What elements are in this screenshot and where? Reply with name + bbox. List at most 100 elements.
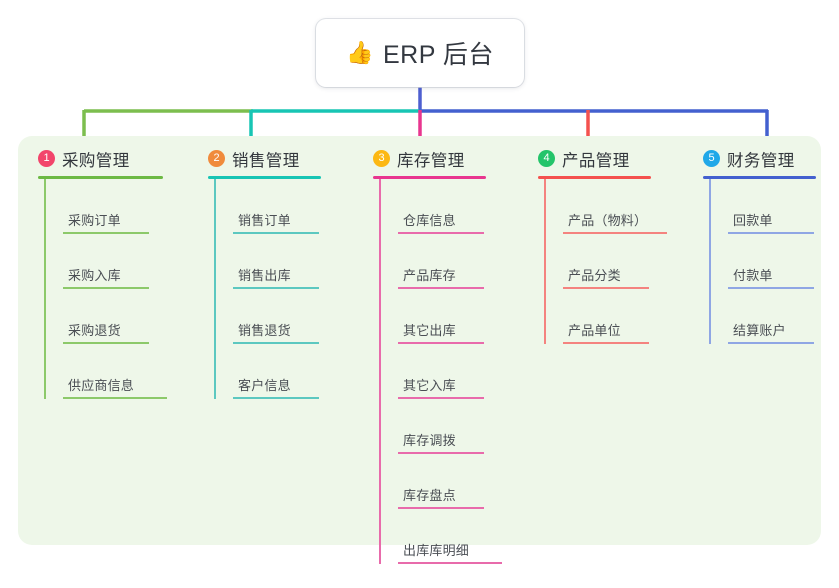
leaf-rule bbox=[398, 287, 484, 289]
leaf-rule bbox=[398, 562, 502, 564]
leaf-rule bbox=[233, 397, 319, 399]
thumbs-up-icon: 👍 bbox=[346, 40, 374, 65]
leaf-rule bbox=[563, 342, 649, 344]
leaf-label: 采购退货 bbox=[68, 323, 121, 338]
column-sales: 2 销售管理 销售订单 销售出库 销售退货 客户信息 bbox=[190, 136, 355, 545]
column-title-4: 产品管理 bbox=[562, 151, 630, 170]
leaf-label: 结算账户 bbox=[733, 323, 786, 338]
badge-2: 2 bbox=[208, 150, 225, 167]
list-item[interactable]: 采购退货 bbox=[63, 289, 190, 344]
leaf-rule bbox=[63, 232, 149, 234]
leaf-label: 产品库存 bbox=[403, 268, 456, 283]
leaf-rule bbox=[728, 287, 814, 289]
root-node-card[interactable]: 👍 ERP 后台 bbox=[316, 19, 524, 87]
leaf-list-5: 回款单 付款单 结算账户 bbox=[709, 179, 821, 344]
leaf-label: 销售退货 bbox=[238, 323, 291, 338]
column-header-4[interactable]: 4 产品管理 bbox=[538, 136, 685, 174]
leaf-label: 销售出库 bbox=[238, 268, 291, 283]
leaf-spine-2 bbox=[214, 179, 216, 399]
leaf-list-2: 销售订单 销售出库 销售退货 客户信息 bbox=[214, 179, 355, 399]
leaf-list-4: 产品（物料） 产品分类 产品单位 bbox=[544, 179, 685, 344]
list-item[interactable]: 采购入库 bbox=[63, 234, 190, 289]
list-item[interactable]: 产品库存 bbox=[398, 234, 520, 289]
leaf-label: 出库库明细 bbox=[403, 543, 470, 558]
list-item[interactable]: 产品单位 bbox=[563, 289, 685, 344]
leaf-rule bbox=[728, 232, 814, 234]
column-header-5[interactable]: 5 财务管理 bbox=[703, 136, 821, 174]
leaf-rule bbox=[398, 452, 484, 454]
leaf-label: 供应商信息 bbox=[68, 378, 135, 393]
leaf-spine-1 bbox=[44, 179, 46, 399]
column-rule-4 bbox=[538, 176, 651, 179]
root-title: 👍 ERP 后台 bbox=[346, 35, 494, 71]
leaf-list-3: 仓库信息 产品库存 其它出库 其它入库 库存调拨 bbox=[379, 179, 520, 564]
leaf-rule bbox=[63, 342, 149, 344]
badge-1: 1 bbox=[38, 150, 55, 167]
leaf-rule bbox=[233, 342, 319, 344]
list-item[interactable]: 产品（物料） bbox=[563, 179, 685, 234]
leaf-label: 采购订单 bbox=[68, 213, 121, 228]
list-item[interactable]: 销售订单 bbox=[233, 179, 355, 234]
column-header-2[interactable]: 2 销售管理 bbox=[208, 136, 355, 174]
list-item[interactable]: 其它出库 bbox=[398, 289, 520, 344]
leaf-label: 回款单 bbox=[733, 213, 773, 228]
list-item[interactable]: 销售退货 bbox=[233, 289, 355, 344]
list-item[interactable]: 结算账户 bbox=[728, 289, 821, 344]
root-title-text: ERP 后台 bbox=[383, 41, 494, 69]
list-item[interactable]: 供应商信息 bbox=[63, 344, 190, 399]
leaf-label: 仓库信息 bbox=[403, 213, 456, 228]
column-inventory: 3 库存管理 仓库信息 产品库存 其它出库 其它入库 bbox=[355, 136, 520, 564]
leaf-label: 产品（物料） bbox=[568, 213, 648, 228]
list-item[interactable]: 库存调拨 bbox=[398, 399, 520, 454]
column-header-3[interactable]: 3 库存管理 bbox=[373, 136, 520, 174]
leaf-label: 库存调拨 bbox=[403, 433, 456, 448]
list-item[interactable]: 付款单 bbox=[728, 234, 821, 289]
list-item[interactable]: 回款单 bbox=[728, 179, 821, 234]
leaf-rule bbox=[63, 397, 167, 399]
leaf-rule bbox=[398, 232, 484, 234]
leaf-label: 销售订单 bbox=[238, 213, 291, 228]
leaf-label: 产品分类 bbox=[568, 268, 621, 283]
leaf-label: 采购入库 bbox=[68, 268, 121, 283]
badge-3: 3 bbox=[373, 150, 390, 167]
leaf-rule bbox=[233, 232, 319, 234]
column-rule-3 bbox=[373, 176, 486, 179]
list-item[interactable]: 产品分类 bbox=[563, 234, 685, 289]
leaf-rule bbox=[563, 232, 667, 234]
column-purchasing: 1 采购管理 采购订单 采购入库 采购退货 供应商信 bbox=[18, 136, 190, 545]
list-item[interactable]: 采购订单 bbox=[63, 179, 190, 234]
leaf-rule bbox=[728, 342, 814, 344]
leaf-spine-4 bbox=[544, 179, 546, 344]
leaf-list-1: 采购订单 采购入库 采购退货 供应商信息 bbox=[44, 179, 190, 399]
column-title-5: 财务管理 bbox=[727, 151, 795, 170]
leaf-rule bbox=[563, 287, 649, 289]
leaf-rule bbox=[398, 397, 484, 399]
diagram-panel bbox=[18, 136, 821, 545]
column-rule-1 bbox=[38, 176, 163, 179]
leaf-rule bbox=[398, 507, 484, 509]
column-product: 4 产品管理 产品（物料） 产品分类 产品单位 bbox=[520, 136, 685, 545]
leaf-label: 其它入库 bbox=[403, 378, 456, 393]
column-title-2: 销售管理 bbox=[232, 151, 300, 170]
leaf-label: 库存盘点 bbox=[403, 488, 456, 503]
leaf-spine-5 bbox=[709, 179, 711, 344]
leaf-label: 客户信息 bbox=[238, 378, 291, 393]
leaf-label: 付款单 bbox=[733, 268, 773, 283]
leaf-spine-3 bbox=[379, 179, 381, 564]
column-title-3: 库存管理 bbox=[397, 151, 465, 170]
column-header-1[interactable]: 1 采购管理 bbox=[38, 136, 190, 174]
columns-container: 1 采购管理 采购订单 采购入库 采购退货 供应商信 bbox=[18, 136, 821, 564]
list-item[interactable]: 出库库明细 bbox=[398, 509, 520, 564]
leaf-rule bbox=[398, 342, 484, 344]
list-item[interactable]: 销售出库 bbox=[233, 234, 355, 289]
leaf-label: 其它出库 bbox=[403, 323, 456, 338]
list-item[interactable]: 库存盘点 bbox=[398, 454, 520, 509]
badge-4: 4 bbox=[538, 150, 555, 167]
leaf-label: 产品单位 bbox=[568, 323, 621, 338]
list-item[interactable]: 其它入库 bbox=[398, 344, 520, 399]
list-item[interactable]: 仓库信息 bbox=[398, 179, 520, 234]
column-rule-2 bbox=[208, 176, 321, 179]
leaf-rule bbox=[63, 287, 149, 289]
list-item[interactable]: 客户信息 bbox=[233, 344, 355, 399]
